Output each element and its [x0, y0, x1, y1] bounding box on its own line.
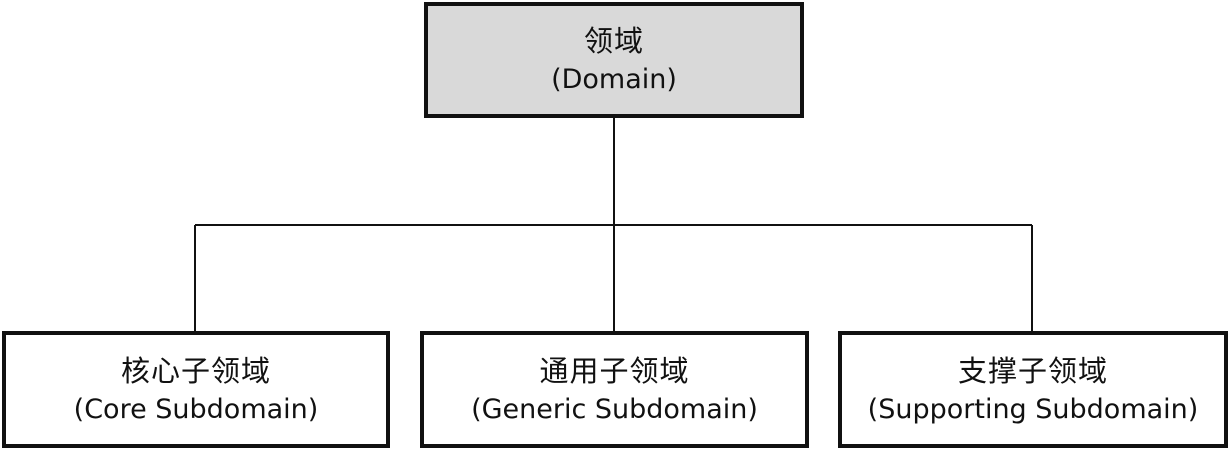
supporting-subdomain-label-zh: 支撑子领域 — [957, 353, 1108, 388]
supporting-subdomain-node: 支撑子领域 (Supporting Subdomain) — [838, 331, 1228, 448]
generic-subdomain-label-zh: 通用子领域 — [539, 353, 690, 388]
core-subdomain-node: 核心子领域 (Core Subdomain) — [2, 331, 390, 448]
core-subdomain-label-zh: 核心子领域 — [120, 353, 271, 388]
domain-label-zh: 领域 — [583, 24, 644, 58]
generic-subdomain-label-en: (Generic Subdomain) — [471, 393, 758, 425]
generic-subdomain-node: 通用子领域 (Generic Subdomain) — [420, 331, 809, 448]
core-subdomain-label-en: (Core Subdomain) — [73, 393, 319, 425]
domain-node: 领域 (Domain) — [424, 2, 804, 118]
supporting-subdomain-label-en: (Supporting Subdomain) — [867, 393, 1199, 425]
domain-label-en: (Domain) — [551, 64, 677, 95]
